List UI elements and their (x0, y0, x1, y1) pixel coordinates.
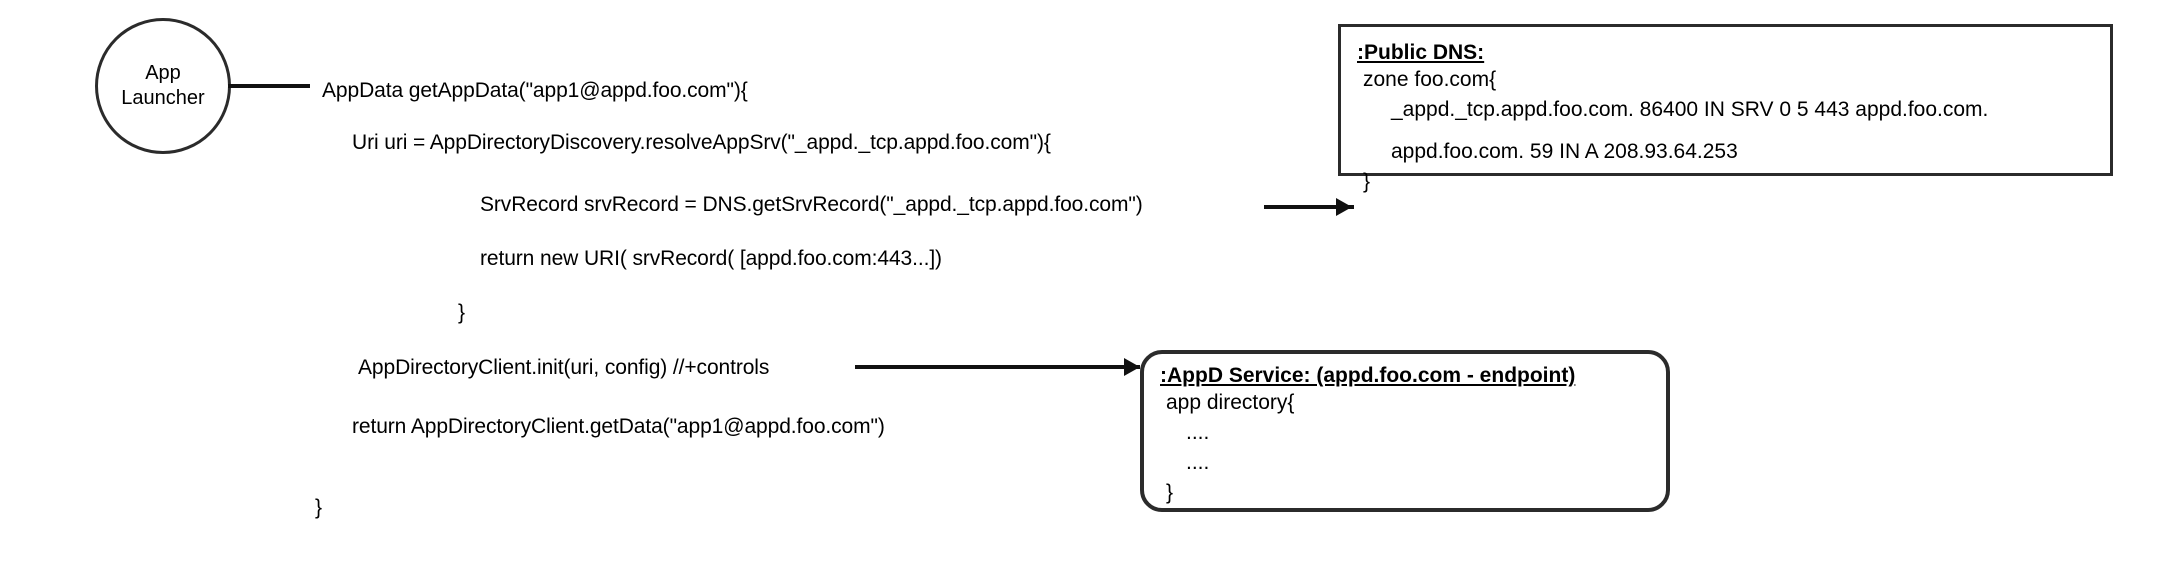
code-line-6: AppDirectoryClient.init(uri, config) //+… (358, 356, 770, 379)
public-dns-line-3: appd.foo.com. 59 IN A 208.93.64.253 (1391, 140, 1738, 163)
public-dns-spacer (1357, 125, 2094, 137)
appd-service-line-1: app directory{ (1166, 391, 1295, 414)
connector-actor-to-call (228, 84, 310, 88)
code-line-2: Uri uri = AppDirectoryDiscovery.resolveA… (352, 131, 1051, 154)
code-line-7: return AppDirectoryClient.getData("app1@… (352, 415, 885, 438)
code-line-5-close-brace: } (458, 301, 465, 324)
connector-appd-init (855, 365, 1140, 369)
public-dns-title-wrap: :Public DNS: (1357, 41, 2094, 65)
appd-service-title-wrap: :AppD Service: (appd.foo.com - endpoint) (1160, 364, 1650, 388)
appd-service-line-4: } (1166, 481, 1174, 504)
code-line-1: AppData getAppData("app1@appd.foo.com"){ (322, 79, 748, 102)
public-dns-box: :Public DNS: zone foo.com{ _appd._tcp.ap… (1338, 24, 2113, 193)
actor-app-launcher: App Launcher (95, 18, 231, 154)
public-dns-line-1: zone foo.com{ (1363, 68, 1497, 91)
code-line-8-close-brace: } (315, 496, 322, 519)
code-line-3: SrvRecord srvRecord = DNS.getSrvRecord("… (480, 193, 1143, 216)
appd-service-box: :AppD Service: (appd.foo.com - endpoint)… (1140, 350, 1670, 512)
arrow-head-dns (1336, 198, 1352, 216)
appd-service-line-2: .... (1186, 421, 1210, 444)
connector-dns-call (1264, 205, 1354, 209)
public-dns-line-2: _appd._tcp.appd.foo.com. 86400 IN SRV 0 … (1391, 98, 1989, 121)
code-line-4: return new URI( srvRecord( [appd.foo.com… (480, 247, 942, 270)
appd-service-title: :AppD Service: (appd.foo.com - endpoint) (1160, 364, 1576, 387)
public-dns-line-4: } (1363, 170, 1371, 193)
actor-label-line-1: App (145, 62, 181, 84)
appd-service-line-3: .... (1186, 451, 1210, 474)
public-dns-title: :Public DNS: (1357, 41, 1485, 64)
arrow-head-appd (1124, 358, 1140, 376)
actor-label-line-2: Launcher (121, 87, 205, 109)
